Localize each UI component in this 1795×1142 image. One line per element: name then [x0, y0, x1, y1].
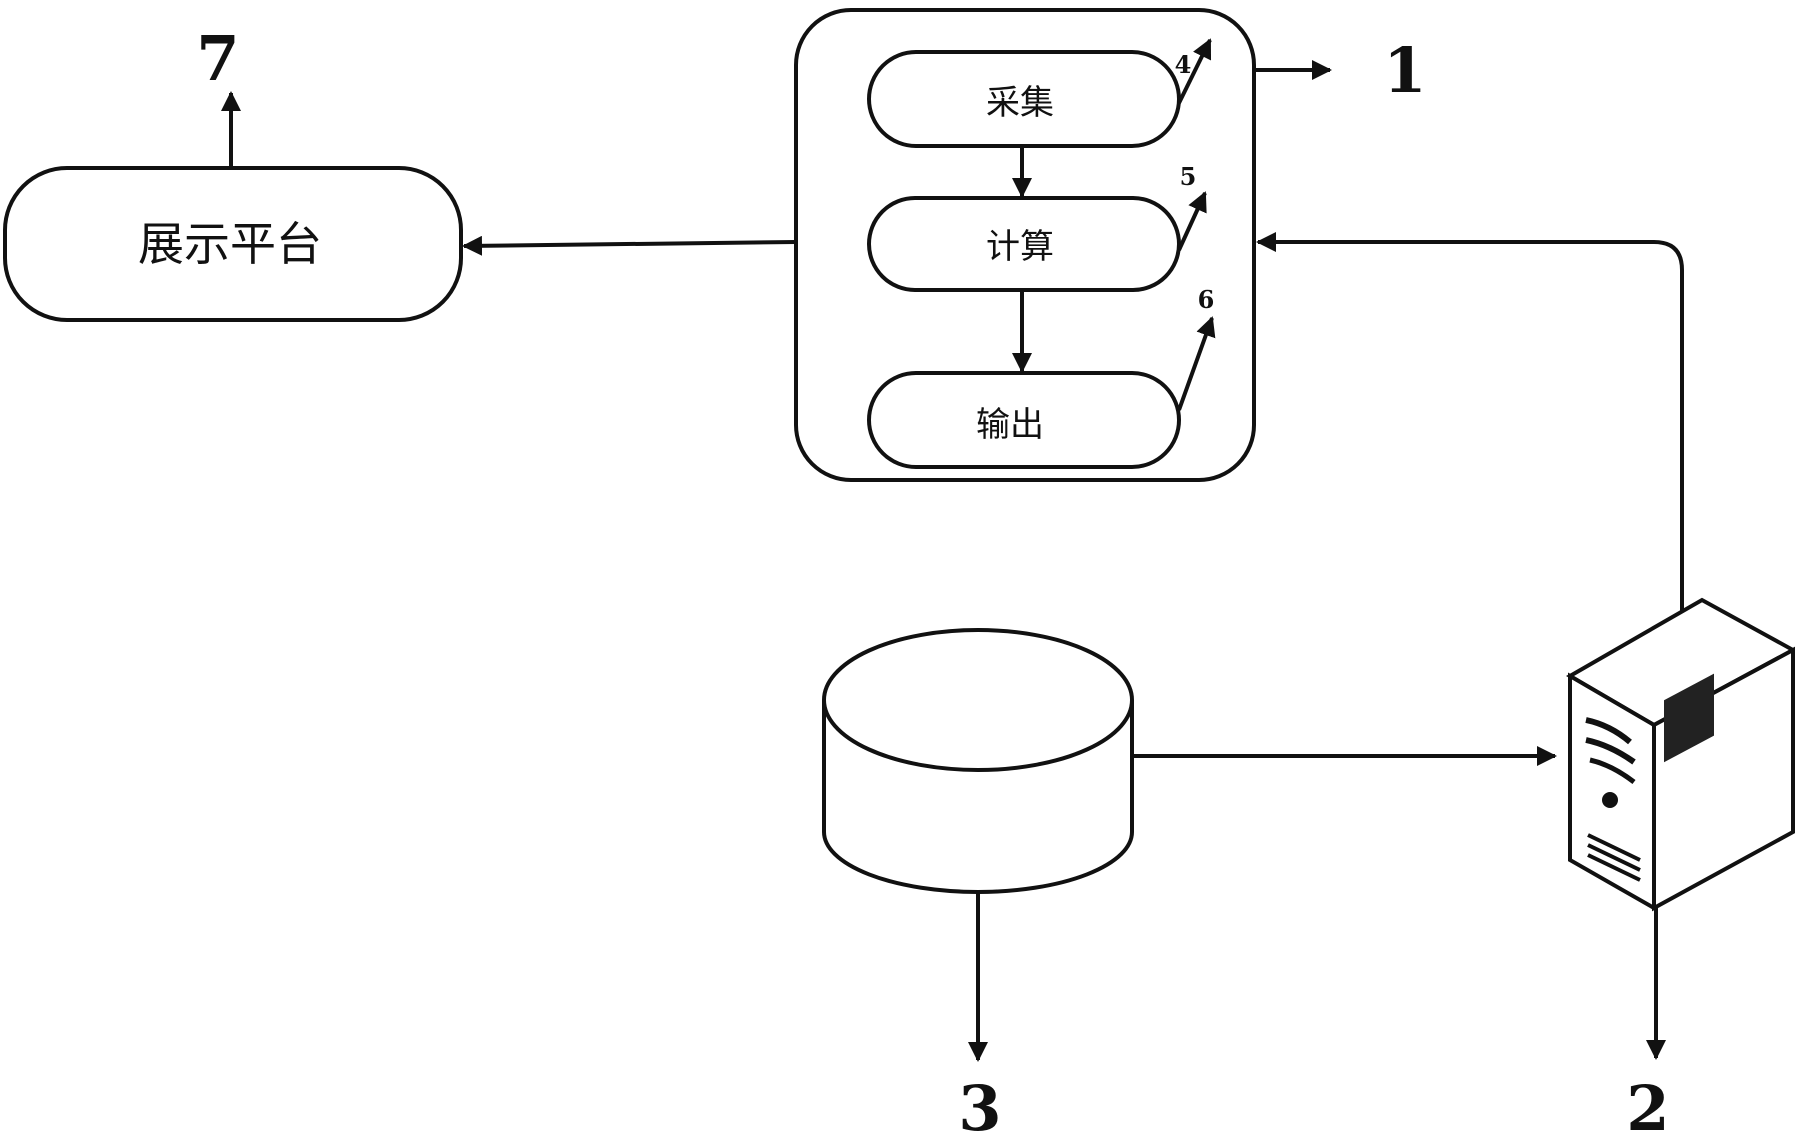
- ref-number-2: 2: [1626, 1072, 1669, 1137]
- ref-number-5: 5: [1180, 162, 1197, 191]
- arrow-output-ref: [1177, 316, 1216, 411]
- ref-number-1: 1: [1383, 34, 1426, 107]
- ref-number-6: 6: [1198, 285, 1215, 314]
- arrow-server-to-system: [1256, 232, 1684, 612]
- step-output-label: 输出: [976, 405, 1044, 445]
- display-platform: 展示平台: [3, 166, 463, 322]
- ref-number-4: 4: [1175, 50, 1192, 79]
- step-collect-label: 采集: [986, 83, 1054, 123]
- step-output: 输出: [867, 371, 1181, 469]
- step-compute: 计算: [867, 196, 1181, 292]
- ref-number-7: 7: [196, 22, 239, 95]
- ref-number-3: 3: [958, 1072, 1001, 1137]
- step-collect: 采集: [867, 50, 1181, 148]
- server-icon: [1566, 597, 1795, 912]
- display-platform-label: 展示平台: [138, 217, 322, 271]
- step-compute-label: 计算: [986, 227, 1054, 267]
- database-icon: [822, 628, 1134, 894]
- arrow-compute-ref: [1177, 191, 1207, 251]
- arrow-collect-ref: [1177, 38, 1212, 104]
- arrow-system-to-platform: [462, 235, 797, 256]
